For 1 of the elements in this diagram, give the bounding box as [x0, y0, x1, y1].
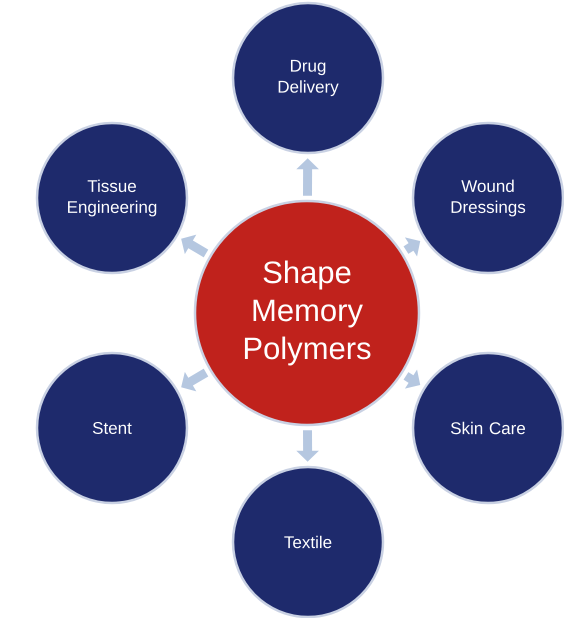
arrow: [181, 368, 208, 392]
